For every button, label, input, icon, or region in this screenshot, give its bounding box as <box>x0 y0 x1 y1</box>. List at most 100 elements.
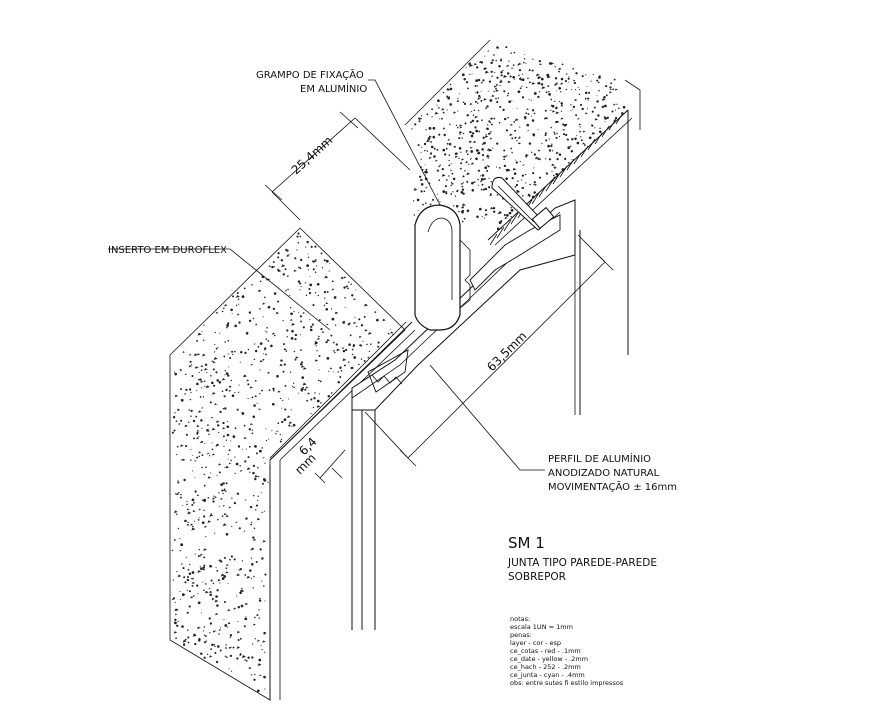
stipple-dot <box>223 488 226 491</box>
stipple-dot <box>529 183 531 186</box>
stipple-dot <box>209 401 212 404</box>
stipple-dot <box>262 539 267 543</box>
stipple-dot <box>498 167 501 169</box>
stipple-dot <box>461 73 465 77</box>
stipple-dot <box>446 95 449 98</box>
profile-label-line1: PERFIL DE ALUMÍNIO <box>548 452 651 465</box>
stipple-dot <box>622 105 626 109</box>
stipple-dot <box>264 330 266 332</box>
stipple-dot <box>224 304 228 307</box>
stipple-dot <box>454 195 457 197</box>
stipple-dot <box>609 85 613 89</box>
stipple-dot <box>191 374 194 378</box>
stipple-dot <box>193 520 196 522</box>
stipple-dot <box>217 645 220 648</box>
stipple-dot <box>574 89 577 91</box>
stipple-dot <box>537 81 541 85</box>
stipple-dot <box>200 440 204 443</box>
stipple-dot <box>358 335 362 338</box>
stipple-dot <box>209 590 213 594</box>
stipple-dot <box>535 73 540 77</box>
stipple-dot <box>202 353 206 357</box>
stipple-dot <box>556 157 559 161</box>
stipple-dot <box>288 421 293 424</box>
stipple-dot <box>423 142 427 146</box>
stipple-dot <box>561 63 564 66</box>
stipple-dot <box>490 123 493 126</box>
stipple-dot <box>198 451 202 454</box>
stipple-dot <box>540 77 544 81</box>
stipple-dot <box>288 294 291 296</box>
stipple-dot <box>461 207 463 209</box>
stipple-dot <box>491 59 494 62</box>
stipple-dot <box>314 343 316 345</box>
stipple-dot <box>273 292 277 295</box>
stipple-dot <box>466 172 471 176</box>
stipple-dot <box>454 155 459 158</box>
stipple-dot <box>483 141 486 145</box>
stipple-dot <box>429 203 432 206</box>
stipple-dot <box>470 110 473 113</box>
stipple-dot <box>551 150 554 152</box>
stipple-dot <box>229 634 233 637</box>
stipple-dot <box>249 505 253 509</box>
stipple-dot <box>238 321 241 324</box>
stipple-dot <box>433 147 436 150</box>
stipple-dot <box>277 268 279 271</box>
stipple-dot <box>202 581 204 583</box>
stipple-dot <box>180 444 184 447</box>
stipple-dot <box>189 388 192 391</box>
stipple-dot <box>209 655 213 658</box>
stipple-dot <box>241 295 245 299</box>
stipple-dot <box>300 320 303 323</box>
stipple-dot <box>225 644 227 646</box>
stipple-dot <box>505 46 508 49</box>
stipple-dot <box>257 495 259 497</box>
stipple-dot <box>477 78 481 82</box>
stipple-dot <box>304 246 307 248</box>
stipple-dot <box>531 119 535 122</box>
stipple-dot <box>538 91 541 93</box>
stipple-dot <box>506 94 510 97</box>
stipple-dot <box>217 518 219 521</box>
dimension-lip-unit: mm <box>292 451 318 477</box>
stipple-dot <box>420 190 423 193</box>
stipple-dot <box>466 209 470 213</box>
stipple-dot <box>390 331 394 334</box>
stipple-dot <box>214 645 217 648</box>
stipple-dot <box>339 376 342 378</box>
stipple-dot <box>180 543 184 547</box>
stipple-dot <box>231 313 233 315</box>
stipple-dot <box>476 66 479 69</box>
dimension-lines <box>264 111 614 484</box>
stipple-dot <box>190 364 193 366</box>
stipple-dot <box>225 532 229 536</box>
stipple-dot <box>289 371 292 373</box>
stipple-dot <box>197 436 200 438</box>
stipple-dot <box>541 142 544 145</box>
stipple-dot <box>495 46 500 49</box>
stipple-dot <box>280 259 284 262</box>
stipple-dot <box>442 111 445 114</box>
stipple-dot <box>172 598 174 601</box>
stipple-dot <box>514 185 517 188</box>
stipple-dot <box>520 78 523 81</box>
stipple-dot <box>481 215 483 218</box>
stipple-dot <box>423 172 425 174</box>
stipple-dot <box>244 602 249 606</box>
stipple-dot <box>264 479 267 481</box>
stipple-dot <box>203 589 205 591</box>
stipple-dot <box>532 133 536 136</box>
stipple-dot <box>299 282 302 285</box>
stipple-dot <box>179 599 182 601</box>
stipple-dot <box>177 620 180 623</box>
stipple-dot <box>478 150 480 152</box>
stipple-dot <box>233 607 237 610</box>
stipple-dot <box>197 519 200 521</box>
stipple-dot <box>438 133 441 136</box>
stipple-dot <box>205 385 210 389</box>
stipple-dot <box>420 115 423 117</box>
stipple-dot <box>580 139 583 142</box>
stipple-dot <box>235 462 239 466</box>
stipple-dot <box>239 654 241 656</box>
